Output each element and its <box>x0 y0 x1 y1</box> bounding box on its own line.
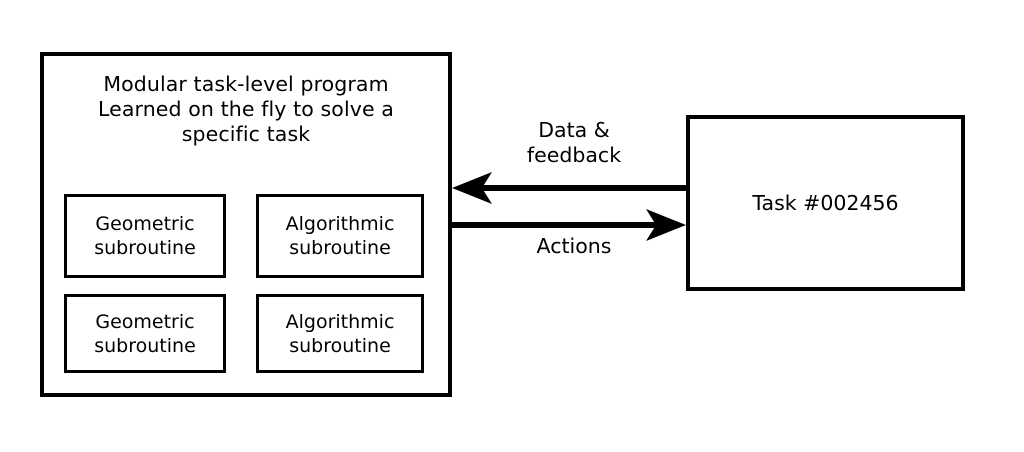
subroutine-label: Geometric subroutine <box>94 310 196 357</box>
subroutine-label: Algorithmic subroutine <box>285 310 395 357</box>
subroutine-box-algorithmic-1: Algorithmic subroutine <box>256 194 424 278</box>
task-box: Task #002456 <box>686 115 965 291</box>
subroutine-box-geometric-1: Geometric subroutine <box>64 194 226 278</box>
program-title: Modular task-level program Learned on th… <box>98 72 394 146</box>
modular-program-box: Modular task-level program Learned on th… <box>40 52 452 397</box>
subroutine-label: Geometric subroutine <box>94 213 196 259</box>
actions-arrow-label: Actions <box>536 234 612 258</box>
data-feedback-arrow <box>452 172 686 204</box>
task-label: Task #002456 <box>752 191 899 215</box>
data-feedback-arrow-label: Data & feedback <box>526 118 622 167</box>
subroutine-box-algorithmic-2: Algorithmic subroutine <box>256 294 424 373</box>
subroutine-label: Algorithmic subroutine <box>285 213 395 259</box>
subroutine-box-geometric-2: Geometric subroutine <box>64 294 226 373</box>
subroutine-grid: Geometric subroutine Algorithmic subrout… <box>64 194 428 376</box>
